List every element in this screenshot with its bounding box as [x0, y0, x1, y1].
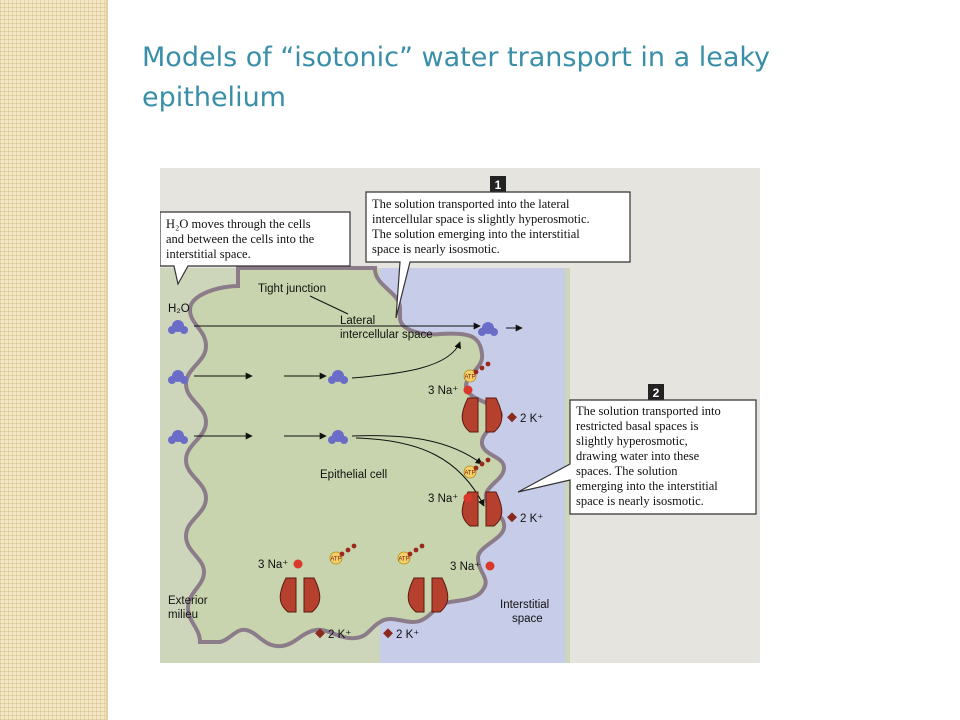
- atp-label: ATP: [398, 557, 409, 563]
- h2o-callout-line-3: interstitial space.: [166, 247, 251, 261]
- sodium-label: 3 Na⁺: [450, 561, 480, 573]
- sodium-label: 3 Na⁺: [258, 559, 288, 571]
- atp-molecule: [329, 551, 343, 565]
- svg-text:The solution transported into: The solution transported into restricted…: [576, 404, 724, 508]
- step-badge-1: [490, 176, 506, 192]
- atp-molecule: [463, 369, 477, 383]
- tight-junction-label: Tight junction: [258, 283, 326, 295]
- lateral-space-label-line-2: intercellular space: [340, 329, 433, 341]
- step-2-line-3: slightly hyperosmotic,: [576, 434, 688, 448]
- step-2-line-1: The solution transported into: [576, 404, 721, 418]
- sodium-ion: [463, 385, 473, 395]
- potassium-ion: [507, 412, 517, 423]
- phosphate-chain: [473, 465, 479, 471]
- sodium-label: 3 Na⁺: [428, 493, 458, 505]
- sodium-ion: [463, 493, 473, 503]
- diagram-svg: H₂O moves through the cells and between …: [160, 168, 760, 663]
- step-2-line-2: restricted basal spaces is: [576, 419, 699, 433]
- pump-subunit: [461, 397, 479, 433]
- atp-label: ATP: [330, 557, 341, 563]
- step-1-line-3: The solution emerging into the interstit…: [372, 227, 580, 241]
- water-flow-arrow-3c: [351, 435, 483, 465]
- sodium-ion: [485, 561, 495, 571]
- phosphate-chain: [479, 365, 485, 371]
- step-1-line-4: space is nearly isosmotic.: [372, 242, 500, 256]
- epithelial-cell-label: Epithelial cell: [320, 469, 387, 481]
- decorative-side-band: [0, 0, 108, 720]
- exterior-label-line-2: milieu: [168, 609, 198, 621]
- pump-subunit: [407, 577, 425, 613]
- step-1-callout: 1 The solution transported into the late…: [365, 176, 631, 319]
- sodium-ion: [293, 559, 303, 569]
- h2o-callout-line-2: and between the cells into the: [166, 232, 315, 246]
- water-molecule: [328, 370, 348, 384]
- h2o-label: H₂O: [168, 303, 190, 315]
- water-molecule: [168, 370, 188, 384]
- na-k-pump: 3 Na⁺ 2 K⁺ ATP: [383, 543, 495, 641]
- step-2-line-7: space is nearly isosmotic.: [576, 494, 704, 508]
- step-badge-2: [648, 384, 664, 400]
- h2o-callout: H₂O moves through the cells and between …: [160, 211, 351, 286]
- phosphate-chain: [413, 547, 419, 553]
- potassium-label: 2 K⁺: [520, 413, 543, 425]
- phosphate-chain: [485, 361, 491, 367]
- water-flow-arrow-3d: [355, 437, 485, 507]
- potassium-label: 2 K⁺: [520, 513, 543, 525]
- sodium-label: 3 Na⁺: [428, 385, 458, 397]
- svg-text:Lateral intercellular spac: Lateral intercellular space: [340, 315, 433, 341]
- svg-text:Interstitial space: Interstitial space: [500, 599, 552, 625]
- atp-molecule: [463, 465, 477, 479]
- slide-title: Models of “isotonic” water transport in …: [142, 42, 771, 113]
- pump-subunit: [279, 577, 297, 613]
- phosphate-chain: [345, 547, 351, 553]
- exterior-label-line-1: Exterior: [168, 595, 208, 607]
- step-2-line-6: emerging into the interstitial: [576, 479, 718, 493]
- pump-subunit: [485, 397, 503, 433]
- phosphate-chain: [351, 543, 357, 549]
- potassium-label: 2 K⁺: [396, 629, 419, 641]
- water-molecule: [328, 430, 348, 444]
- water-molecules: [168, 320, 498, 444]
- water-flow-arrow-2c: [351, 341, 461, 379]
- step-badge-1-label: 1: [495, 178, 502, 192]
- step-1-line-2: intercellular space is slightly hyperosm…: [372, 212, 590, 226]
- epithelium-diagram: H₂O moves through the cells and between …: [160, 168, 760, 663]
- water-molecule: [168, 430, 188, 444]
- pump-subunit: [431, 577, 449, 613]
- step-badge-2-label: 2: [653, 386, 660, 400]
- lateral-space-label-line-1: Lateral: [340, 315, 375, 327]
- potassium-label: 2 K⁺: [328, 629, 351, 641]
- interstitial-label-line-2: space: [512, 613, 543, 625]
- phosphate-chain: [485, 457, 491, 463]
- phosphate-chain: [473, 369, 479, 375]
- phosphate-chain: [339, 551, 345, 557]
- na-k-pump: 3 Na⁺ 2 K⁺ ATP: [428, 457, 543, 527]
- atp-molecule: [397, 551, 411, 565]
- water-arrows: [194, 322, 523, 507]
- pump-subunit: [303, 577, 321, 613]
- step-1-line-1: The solution transported into the latera…: [372, 197, 570, 211]
- svg-text:The solution transported into: The solution transported into the latera…: [372, 197, 593, 256]
- phosphate-chain: [407, 551, 413, 557]
- atp-label: ATP: [464, 471, 475, 477]
- interstitial-label-line-1: Interstitial: [500, 599, 549, 611]
- pump-subunit: [485, 491, 503, 527]
- atp-label: ATP: [464, 375, 475, 381]
- svg-text:H₂O moves through the cells: H₂O moves through the cells and between …: [166, 217, 317, 261]
- step-2-line-5: spaces. The solution: [576, 464, 678, 478]
- phosphate-chain: [419, 543, 425, 549]
- h2o-callout-line-1: H₂O moves through the cells: [166, 217, 311, 231]
- na-k-pump: 3 Na⁺ 2 K⁺ ATP: [428, 361, 543, 433]
- step-2-callout: 2 The solution transported into restrict…: [517, 384, 757, 515]
- water-molecule: [168, 320, 188, 334]
- step-2-line-4: drawing water into these: [576, 449, 700, 463]
- na-k-pump: 3 Na⁺ 2 K⁺ ATP: [258, 543, 357, 641]
- water-molecule: [478, 322, 498, 336]
- phosphate-chain: [479, 461, 485, 467]
- svg-text:Exterior milieu: Exterior milieu: [168, 595, 211, 621]
